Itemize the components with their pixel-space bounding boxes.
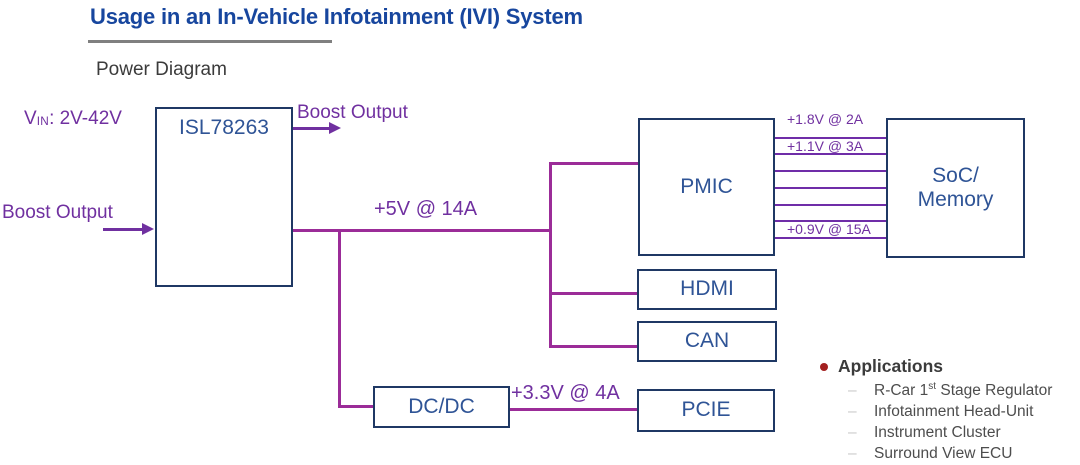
- page-title: Usage in an In-Vehicle Infotainment (IVI…: [90, 4, 583, 29]
- wire-to-dcdc: [340, 405, 373, 408]
- pmic-rail-4: [775, 187, 886, 190]
- block-pmic: PMIC: [638, 118, 775, 256]
- block-pcie: PCIE: [637, 389, 775, 432]
- block-pcie-label: PCIE: [681, 398, 731, 422]
- block-pmic-label: PMIC: [680, 174, 733, 198]
- list-item-text: Surround View ECU: [874, 445, 1013, 462]
- rail-label-1v1: +1.1V @ 3A: [787, 138, 864, 154]
- block-isl78263-label: ISL78263: [179, 116, 269, 139]
- list-item-text: R-Car 1st Stage Regulator: [874, 380, 1053, 399]
- pmic-rail-6: [775, 220, 886, 223]
- rail-label-3v3: +3.3V @ 4A: [511, 382, 620, 404]
- list-item: – Infotainment Head-Unit: [820, 401, 1080, 422]
- boost-output-top-arrow-shaft: [293, 127, 329, 130]
- rail-label-1v8: +1.8V @ 2A: [787, 111, 864, 127]
- list-item: – R-Car 1st Stage Regulator: [820, 380, 1080, 401]
- boost-output-top-label: Boost Output: [297, 102, 408, 123]
- wire-5v-main: [293, 229, 550, 232]
- wire-to-can: [551, 345, 637, 348]
- bullet-icon: [820, 362, 828, 371]
- block-dcdc-label: DC/DC: [408, 394, 475, 418]
- wire-to-pmic: [551, 162, 638, 165]
- block-isl78263: ISL78263: [155, 107, 293, 287]
- list-item: – Instrument Cluster: [820, 422, 1080, 443]
- pmic-rail-5: [775, 204, 886, 207]
- block-hdmi-label: HDMI: [680, 277, 734, 301]
- pmic-rail-1: [775, 137, 886, 140]
- dash-icon: –: [848, 445, 857, 462]
- diagram-subtitle: Power Diagram: [96, 59, 227, 80]
- list-item: – Surround View ECU: [820, 443, 1080, 464]
- vin-range: : 2V-42V: [49, 108, 122, 129]
- list-item-text: Instrument Cluster: [874, 424, 1001, 441]
- block-soc-memory-label: SoC/Memory: [917, 163, 994, 211]
- block-can: CAN: [637, 321, 777, 362]
- block-hdmi: HDMI: [637, 269, 777, 310]
- block-can-label: CAN: [684, 329, 730, 353]
- pmic-rail-7: [775, 237, 886, 240]
- vin-label: VIN: 2V-42V: [24, 108, 122, 130]
- rail-label-0v9: +0.9V @ 15A: [787, 221, 871, 237]
- rail-label-5v: +5V @ 14A: [374, 198, 478, 220]
- dash-icon: –: [848, 424, 857, 441]
- pmic-rail-2: [775, 153, 886, 156]
- boost-output-left-label: Boost Output: [2, 202, 113, 223]
- wire-dcdc-vertical: [338, 231, 341, 408]
- applications-title: Applications: [838, 356, 944, 376]
- wire-distribution-vertical: [549, 162, 552, 348]
- block-dcdc: DC/DC: [373, 386, 510, 428]
- vin-subscript: IN: [36, 114, 50, 128]
- applications-list: – R-Car 1st Stage Regulator – Infotainme…: [820, 380, 1080, 464]
- wire-dcdc-to-pcie: [510, 408, 637, 411]
- title-underline: [88, 40, 332, 43]
- wire-to-hdmi: [551, 292, 637, 295]
- boost-output-left-arrow-shaft: [103, 228, 142, 231]
- boost-output-left-arrow-icon: [142, 223, 154, 235]
- applications-header: Applications: [820, 356, 1080, 377]
- vin-prefix: V: [24, 108, 37, 129]
- block-soc-memory: SoC/Memory: [886, 118, 1025, 258]
- list-item-text: Infotainment Head-Unit: [874, 403, 1034, 420]
- dash-icon: –: [848, 403, 857, 420]
- dash-icon: –: [848, 382, 857, 399]
- pmic-rail-3: [775, 170, 886, 173]
- applications-section: Applications – R-Car 1st Stage Regulator…: [820, 356, 1080, 464]
- boost-output-top-arrow-icon: [329, 122, 341, 134]
